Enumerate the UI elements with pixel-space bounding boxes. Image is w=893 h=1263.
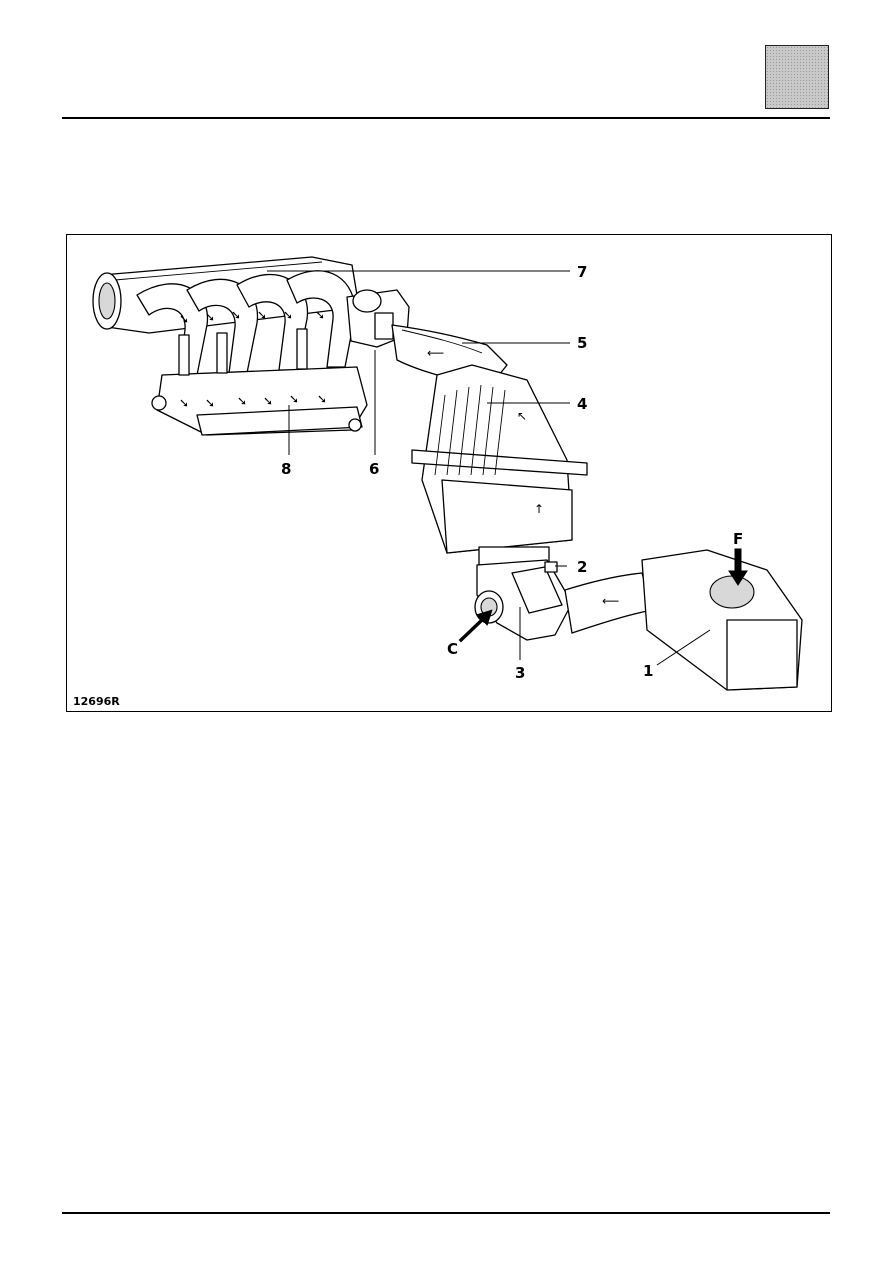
svg-text:➘: ➘ bbox=[317, 392, 327, 406]
svg-text:➘: ➘ bbox=[263, 394, 273, 408]
figure-reference: 12696R bbox=[73, 695, 120, 708]
callout-f: F bbox=[733, 530, 743, 548]
svg-text:➘: ➘ bbox=[289, 392, 299, 406]
svg-text:➘: ➘ bbox=[237, 394, 247, 408]
callout-1: 1 bbox=[643, 662, 653, 680]
footer-rule bbox=[62, 1212, 830, 1214]
manifold-flange: ➘ ➘ ➘ ➘ ➘ ➘ bbox=[151, 328, 368, 436]
svg-text:➘: ➘ bbox=[315, 308, 325, 322]
callout-6: 6 bbox=[369, 460, 379, 478]
callout-2: 2 bbox=[577, 558, 587, 576]
callout-5: 5 bbox=[577, 334, 587, 352]
air-filter-housing: ↖ ↑ bbox=[411, 364, 588, 566]
svg-text:↑: ↑ bbox=[534, 502, 544, 516]
header-rule bbox=[62, 117, 830, 119]
svg-text:⟵: ⟵ bbox=[602, 594, 619, 608]
intake-circuit-drawing: ➘ ➘ ➘ ➘ ➘ ➘ ➘ ➘ ➘ ➘ ➘ ➘ bbox=[92, 256, 803, 691]
resonator-elbow bbox=[474, 559, 573, 641]
leader-lines bbox=[267, 270, 711, 666]
air-inlet-box bbox=[641, 549, 803, 691]
svg-text:⟵: ⟵ bbox=[427, 346, 444, 360]
svg-text:➘: ➘ bbox=[231, 308, 241, 322]
svg-text:➘: ➘ bbox=[205, 396, 215, 410]
intake-runners: ➘ ➘ ➘ ➘ ➘ ➘ bbox=[136, 270, 356, 376]
intake-circuit-figure: ➘ ➘ ➘ ➘ ➘ ➘ ➘ ➘ ➘ ➘ ➘ ➘ bbox=[66, 234, 832, 712]
svg-text:➘: ➘ bbox=[257, 308, 267, 322]
callout-7: 7 bbox=[577, 263, 587, 281]
callout-4: 4 bbox=[577, 395, 587, 413]
callout-c: C bbox=[447, 640, 458, 658]
svg-text:➘: ➘ bbox=[205, 310, 215, 324]
callout-8: 8 bbox=[281, 460, 291, 478]
arrow-c-icon bbox=[458, 609, 493, 643]
intake-hose: ⟵ bbox=[564, 572, 653, 634]
callout-3: 3 bbox=[515, 664, 525, 682]
svg-text:↖: ↖ bbox=[517, 409, 527, 423]
svg-text:➘: ➘ bbox=[283, 308, 293, 322]
arrow-f-icon bbox=[728, 548, 748, 586]
svg-text:➘: ➘ bbox=[179, 396, 189, 410]
section-tab-marker bbox=[765, 45, 829, 109]
svg-text:➘: ➘ bbox=[179, 312, 189, 326]
